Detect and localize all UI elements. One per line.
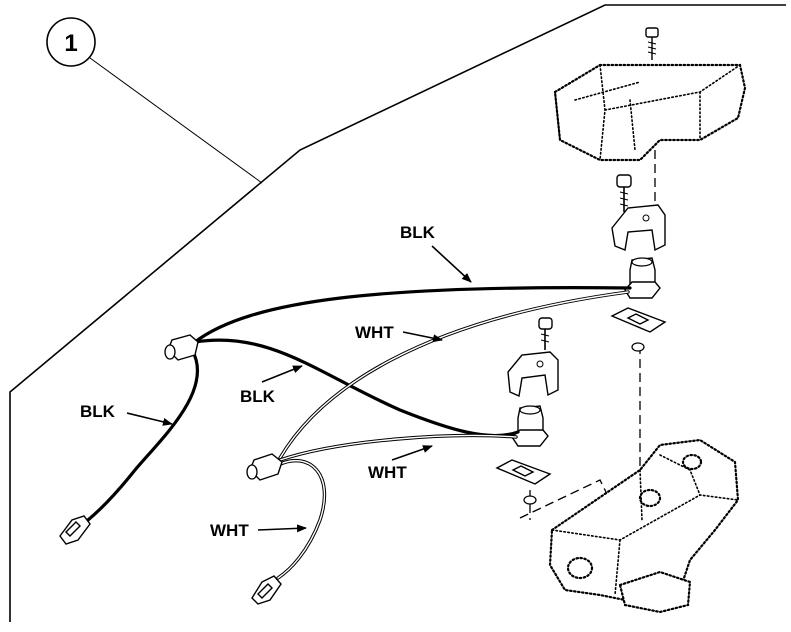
upper-washer (631, 342, 645, 352)
lower-washer (523, 495, 537, 505)
lower-gasket-plate (495, 459, 552, 485)
white-wires (276, 290, 630, 580)
detail-boundary (9, 4, 786, 622)
upper-gasket-plate (610, 307, 667, 333)
wht-wire-connector (246, 453, 283, 481)
callout-leader (89, 57, 263, 184)
upper-valve-body (553, 63, 747, 162)
label-wht-upper-text: WHT (355, 323, 394, 342)
lower-bracket (507, 351, 559, 398)
callout-number: 1 (64, 30, 77, 57)
blk-wire-connector (164, 334, 199, 361)
blk-wire-left (86, 348, 200, 522)
lower-valve-body (548, 438, 740, 614)
label-wht-middle: WHT (368, 445, 433, 482)
label-blk-left-text: BLK (80, 402, 116, 421)
label-wht-upper: WHT (355, 323, 443, 343)
upper-bracket-screw (616, 174, 632, 212)
callout-1: 1 (46, 17, 263, 184)
wht-spade-terminal (251, 575, 282, 605)
blk-wire-top (193, 286, 632, 344)
label-wht-middle-text: WHT (368, 463, 407, 482)
label-wht-lower-text: WHT (210, 521, 249, 540)
lower-thermocouple-nut (511, 405, 549, 447)
label-blk-middle-text: BLK (240, 387, 276, 406)
upper-bracket (611, 204, 666, 252)
label-wht-lower: WHT (210, 521, 307, 540)
lower-bracket-screw (538, 317, 553, 350)
label-blk-middle: BLK (240, 365, 303, 406)
label-blk-top-text: BLK (400, 223, 436, 242)
top-screw (645, 27, 659, 60)
label-blk-top: BLK (400, 223, 472, 283)
label-blk-left: BLK (80, 402, 173, 426)
upper-thermocouple-nut (624, 257, 661, 299)
callout-circle (46, 17, 96, 67)
blk-spade-terminal (59, 515, 91, 545)
